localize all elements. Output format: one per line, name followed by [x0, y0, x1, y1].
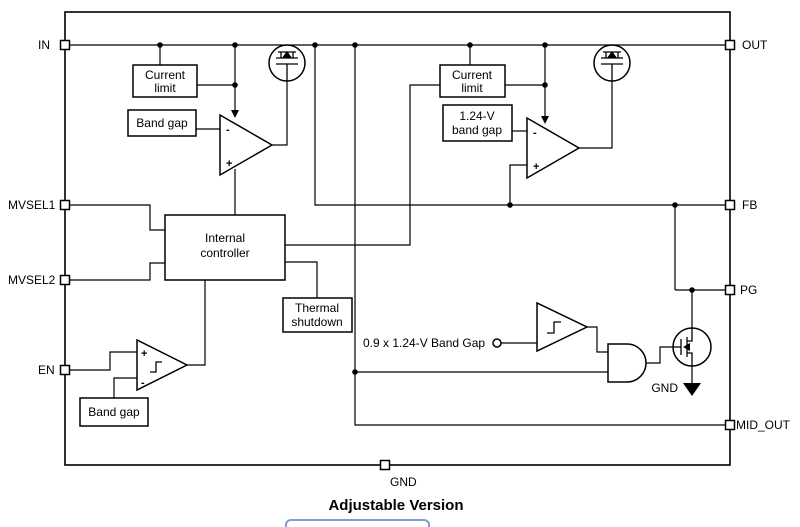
pin-gnd-label: GND — [390, 475, 417, 489]
pin-mvsel2-label: MVSEL2 — [8, 273, 56, 287]
arrowhead-icon — [231, 110, 239, 118]
fet-arrow-icon — [607, 51, 617, 58]
pin-gnd — [379, 459, 391, 471]
error-amp-left: - + — [219, 113, 274, 177]
current-limit-left-label: Current — [145, 68, 186, 82]
band-gap-en-label: Band gap — [88, 405, 140, 419]
pin-mvsel1-label: MVSEL1 — [8, 198, 56, 212]
opamp-icon — [526, 116, 581, 180]
band-gap-left-block: Band gap — [127, 109, 197, 137]
current-limit-left-label: limit — [154, 81, 176, 95]
and-gate-icon — [607, 343, 647, 383]
hysteresis-icon — [547, 321, 561, 334]
band-gap-09-reference: 0.9 x 1.24-V Band Gap — [363, 336, 502, 350]
current-limit-right-block: Current limit — [439, 64, 506, 98]
pin-mvsel1 — [59, 199, 71, 211]
thermal-shutdown-block: Thermal shutdown — [282, 297, 353, 333]
pin-pg — [724, 284, 736, 296]
pin-mid-out — [724, 419, 736, 431]
comparator-icon — [536, 301, 589, 353]
error-amp-right: - + — [526, 116, 581, 180]
junction-dot — [352, 369, 358, 375]
minus-sign: - — [533, 127, 537, 139]
pin-mid-out-label: MID_OUT — [736, 418, 791, 432]
chip-outline — [64, 11, 731, 466]
junction-dot — [542, 82, 548, 88]
en-wire — [69, 351, 137, 371]
wire — [187, 280, 206, 366]
junction-dot — [672, 202, 678, 208]
fet-arrow-icon — [683, 343, 690, 351]
diagram-caption: Adjustable Version — [328, 497, 463, 514]
wire — [587, 326, 608, 353]
junction-dot — [232, 82, 238, 88]
band-gap-left-label: Band gap — [136, 116, 188, 130]
pass-fet-left — [268, 44, 306, 82]
pg-comparator — [536, 301, 589, 353]
fet-arrow-icon — [282, 51, 292, 58]
wire — [113, 377, 137, 398]
reference-terminal-icon — [492, 338, 502, 348]
ground-icon — [683, 383, 701, 396]
pin-in-label: IN — [38, 38, 50, 52]
pin-out — [724, 39, 736, 51]
pin-in — [59, 39, 71, 51]
opamp-icon — [219, 113, 274, 177]
band-gap-124-label: band gap — [452, 123, 502, 137]
pin-out-label: OUT — [742, 38, 768, 52]
pin-fb-label: FB — [742, 198, 757, 212]
pass-fet-right — [593, 44, 631, 82]
band-gap-09-label: 0.9 x 1.24-V Band Gap — [363, 336, 485, 350]
ground-symbol: GND — [651, 366, 701, 396]
plus-sign: + — [226, 158, 232, 170]
pg-fet — [672, 327, 712, 367]
internal-controller-label: controller — [200, 246, 249, 260]
current-limit-left-block: Current limit — [132, 64, 198, 98]
clipped-page-element — [285, 519, 430, 527]
plus-sign: + — [141, 348, 147, 360]
wire — [285, 84, 440, 246]
junction-dot — [157, 42, 163, 48]
wire — [646, 346, 673, 364]
junction-dot — [689, 287, 695, 293]
pin-fb — [724, 199, 736, 211]
gnd-internal-label: GND — [651, 381, 678, 395]
thermal-shutdown-label: Thermal — [295, 301, 339, 315]
fb-wire — [314, 45, 726, 206]
junction-dot — [352, 42, 358, 48]
pin-pg-label: PG — [740, 283, 757, 297]
minus-sign: - — [141, 377, 145, 389]
junction-dot — [312, 42, 318, 48]
junction-dot — [232, 42, 238, 48]
arrowhead-icon — [541, 116, 549, 124]
junction-dot — [507, 202, 513, 208]
en-comparator: + - — [136, 338, 189, 392]
internal-controller-block: Internal controller — [164, 214, 286, 281]
band-gap-124-label: 1.24-V — [459, 109, 494, 123]
band-gap-124-block: 1.24-V band gap — [442, 104, 513, 142]
current-limit-right-label: limit — [461, 81, 483, 95]
gate-drive-wire — [579, 81, 613, 149]
thermal-shutdown-label: shutdown — [291, 315, 342, 329]
pin-mvsel2 — [59, 274, 71, 286]
hysteresis-icon — [150, 361, 162, 373]
junction-dot — [467, 42, 473, 48]
mvsel1-wire — [69, 204, 165, 231]
wire — [285, 261, 318, 298]
comparator-icon — [136, 338, 189, 392]
pin-en-label: EN — [38, 363, 55, 377]
mvsel2-wire — [69, 262, 165, 281]
wire — [509, 164, 527, 205]
minus-sign: - — [226, 124, 230, 136]
pin-en — [59, 364, 71, 376]
internal-controller-label: Internal — [205, 231, 245, 245]
plus-sign: + — [533, 161, 539, 173]
gate-drive-wire — [272, 81, 288, 146]
band-gap-en-block: Band gap — [79, 397, 149, 427]
junction-dot — [542, 42, 548, 48]
midout-wire — [354, 45, 726, 426]
current-limit-right-label: Current — [452, 68, 493, 82]
